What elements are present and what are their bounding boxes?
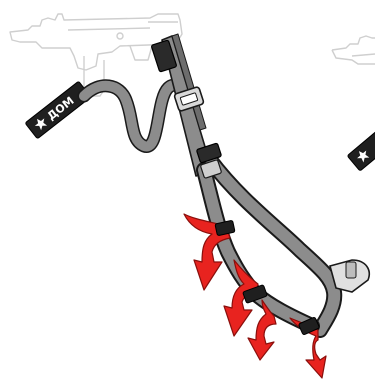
top-mount (151, 39, 177, 73)
gun-outline-left (9, 13, 183, 97)
lower-buckles (214, 220, 320, 336)
middle-buckle (196, 142, 222, 179)
arrow-down-icon-3 (247, 299, 277, 361)
tag-right (347, 125, 375, 171)
star-icon (357, 150, 370, 163)
star-icon (34, 118, 48, 131)
gun-outline-right (331, 35, 375, 65)
tension-arrows (183, 213, 327, 379)
strap-right-branch (202, 152, 343, 338)
upper-buckle (173, 86, 205, 112)
arrow-down-icon-2 (223, 259, 259, 337)
swivel-attachment (329, 259, 370, 293)
strap-loop-left (77, 78, 191, 153)
